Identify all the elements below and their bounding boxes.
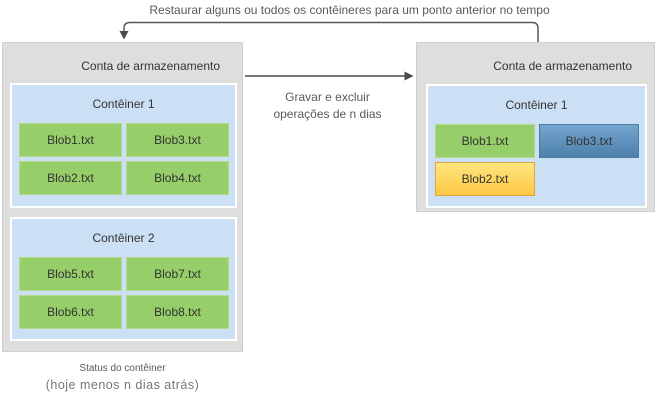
blob-item: Blob3.txt — [539, 124, 639, 158]
operations-annotation: Gravar e excluir operações de n dias — [255, 89, 400, 123]
container-1-after: Contêiner 1 Blob1.txt Blob3.txt Blob2.tx… — [426, 84, 647, 208]
restore-arrowhead-icon — [119, 31, 129, 40]
blob-grid: Blob1.txt Blob3.txt Blob2.txt Blob4.txt — [19, 123, 229, 195]
status-annotation-line2: (hoje menos n dias atrás) — [45, 378, 200, 392]
operations-arrowhead-icon — [404, 71, 414, 81]
status-annotation: Status do contêiner (hoje menos n dias a… — [2, 363, 243, 392]
blob-item: Blob6.txt — [19, 295, 122, 329]
operations-annotation-line2: operações de n dias — [273, 107, 382, 121]
blob-item: Blob8.txt — [126, 295, 229, 329]
container-1-before: Contêiner 1 Blob1.txt Blob3.txt Blob2.tx… — [10, 83, 237, 208]
restore-arrow — [119, 21, 539, 42]
blob-item: Blob2.txt — [19, 161, 122, 195]
restore-annotation: Restaurar alguns ou todos os contêineres… — [149, 3, 550, 17]
operations-arrow — [245, 71, 414, 81]
blob-item: Blob7.txt — [126, 257, 229, 291]
container-title: Contêiner 1 — [92, 97, 155, 111]
operations-annotation-line1: Gravar e excluir — [285, 90, 370, 104]
status-annotation-line1: Status do contêiner — [79, 363, 166, 374]
container-2-before: Contêiner 2 Blob5.txt Blob7.txt Blob6.tx… — [10, 217, 237, 341]
blob-item: Blob2.txt — [435, 162, 535, 196]
container-title: Contêiner 1 — [505, 98, 568, 112]
blob-item: Blob5.txt — [19, 257, 122, 291]
blob-item: Blob4.txt — [126, 161, 229, 195]
storage-account-title: Conta de armazenamento — [493, 59, 632, 73]
container-title: Contêiner 2 — [92, 231, 155, 245]
blob-item: Blob1.txt — [435, 124, 535, 158]
blob-grid: Blob1.txt Blob3.txt Blob2.txt — [435, 124, 639, 196]
blob-item: Blob1.txt — [19, 123, 122, 157]
storage-account-after: Conta de armazenamento Contêiner 1 Blob1… — [416, 42, 655, 212]
blob-grid: Blob5.txt Blob7.txt Blob6.txt Blob8.txt — [19, 257, 229, 329]
storage-account-before: Conta de armazenamento Contêiner 1 Blob1… — [2, 42, 243, 352]
storage-account-title: Conta de armazenamento — [81, 59, 220, 73]
blob-item: Blob3.txt — [126, 123, 229, 157]
